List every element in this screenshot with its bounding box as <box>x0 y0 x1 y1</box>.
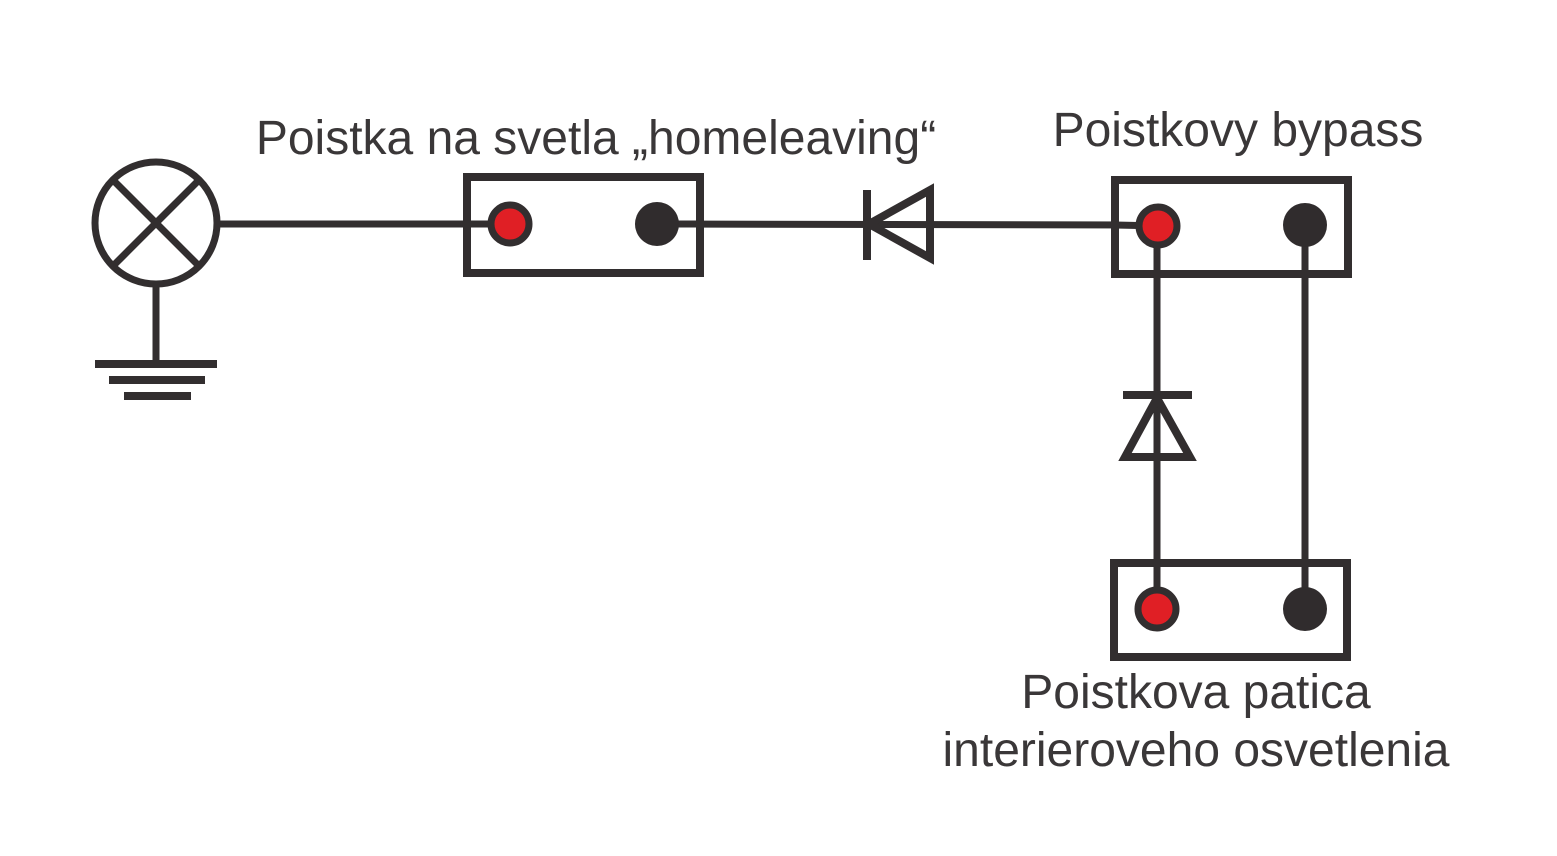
red-terminal-icon <box>1134 586 1180 632</box>
label-fuse-socket-line1: Poistkova patica <box>1021 666 1371 719</box>
red-terminal-icon <box>1135 203 1181 249</box>
ground-symbol <box>95 360 217 400</box>
label-fuse-homeleaving: Poistka na svetla „homeleaving“ <box>255 112 937 165</box>
wire-fuse-to-bypass <box>656 220 1159 229</box>
label-fuse-bypass: Poistkovy bypass <box>1052 104 1424 157</box>
wires <box>152 220 1309 609</box>
label-fuse-socket: Poistkova patica interieroveho osvetleni… <box>943 664 1450 780</box>
diode-triangle <box>1118 389 1197 461</box>
lamp-cross-line <box>110 177 202 269</box>
black-terminal-icon <box>1283 587 1327 631</box>
diode-triangle <box>860 183 934 265</box>
red-terminal-icon <box>487 201 533 247</box>
diode-horizontal <box>860 183 934 265</box>
black-terminal-icon <box>1283 203 1327 247</box>
terminals <box>487 201 1327 632</box>
lamp-circle <box>91 158 221 288</box>
label-fuse-socket-line2: interieroveho osvetlenia <box>942 724 1450 777</box>
diode-vertical <box>1118 389 1197 461</box>
lamp-symbol <box>91 158 221 288</box>
black-terminal-icon <box>635 202 679 246</box>
